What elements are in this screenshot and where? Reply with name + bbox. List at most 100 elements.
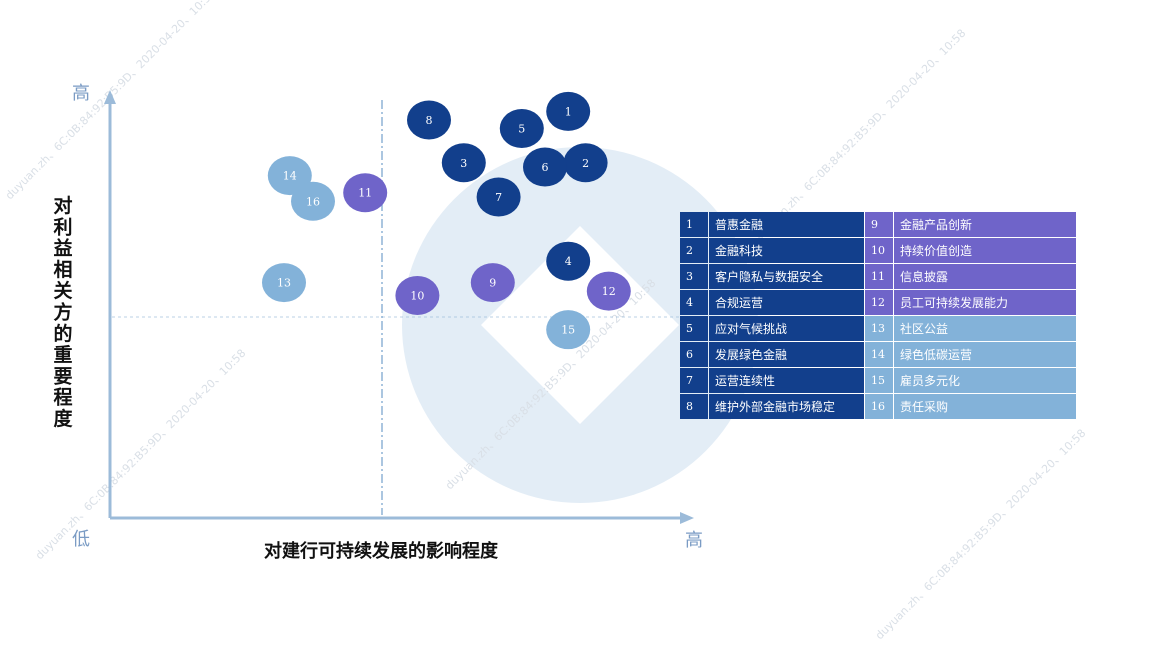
point-marker bbox=[395, 275, 440, 315]
legend-number: 5 bbox=[680, 316, 708, 341]
data-point-13: 13 bbox=[262, 263, 306, 303]
point-marker bbox=[476, 177, 521, 217]
legend-label: 雇员多元化 bbox=[894, 368, 1076, 393]
point-label: 13 bbox=[277, 277, 291, 290]
x-axis-low-label: 低 bbox=[72, 529, 90, 550]
point-marker bbox=[343, 173, 388, 213]
point-label: 5 bbox=[518, 123, 525, 136]
data-point-8: 8 bbox=[407, 100, 451, 140]
data-point-12: 12 bbox=[586, 271, 631, 311]
legend-number: 3 bbox=[680, 264, 708, 289]
point-marker bbox=[523, 147, 567, 187]
legend-label: 绿色低碳运营 bbox=[894, 342, 1076, 367]
data-point-15: 15 bbox=[546, 310, 591, 350]
x-axis-arrow bbox=[680, 512, 694, 524]
data-point-11: 11 bbox=[343, 173, 388, 213]
data-point-1: 1 bbox=[546, 91, 591, 131]
legend-label: 应对气候挑战 bbox=[709, 316, 864, 341]
data-point-9: 9 bbox=[470, 263, 515, 303]
y-axis-title-char: 利 bbox=[53, 216, 72, 238]
legend-label: 金融产品创新 bbox=[894, 212, 1076, 237]
point-label: 15 bbox=[561, 324, 575, 337]
y-axis-title-char: 重 bbox=[53, 344, 72, 366]
legend-label: 合规运营 bbox=[709, 290, 864, 315]
legend-label: 信息披露 bbox=[894, 264, 1076, 289]
y-axis-title-char: 相 bbox=[53, 259, 72, 281]
data-point-4: 4 bbox=[546, 241, 591, 281]
legend-number: 12 bbox=[865, 290, 893, 315]
point-label: 10 bbox=[410, 289, 424, 302]
legend-number: 7 bbox=[680, 368, 708, 393]
legend-label: 持续价值创造 bbox=[894, 238, 1076, 263]
legend-number: 2 bbox=[680, 238, 708, 263]
legend-label: 员工可持续发展能力 bbox=[894, 290, 1076, 315]
point-label: 4 bbox=[565, 255, 572, 268]
point-label: 2 bbox=[582, 157, 589, 170]
data-point-10: 10 bbox=[395, 275, 440, 315]
legend-number: 11 bbox=[865, 264, 893, 289]
x-axis-title: 对建行可持续发展的影响程度 bbox=[264, 540, 499, 562]
data-point-16: 16 bbox=[291, 181, 335, 221]
legend-label: 运营连续性 bbox=[709, 368, 864, 393]
y-axis-title-char: 的 bbox=[53, 322, 72, 345]
y-axis-high-label: 高 bbox=[72, 83, 90, 104]
watermark-text: duyuan.zh、6C:0B:84:92:B5:9D、2020-04-20、1… bbox=[753, 27, 969, 243]
legend-label: 金融科技 bbox=[709, 238, 864, 263]
point-marker bbox=[470, 263, 515, 303]
legend-number: 6 bbox=[680, 342, 708, 367]
legend-label: 普惠金融 bbox=[709, 212, 864, 237]
point-label: 12 bbox=[602, 285, 616, 298]
point-label: 6 bbox=[542, 161, 549, 174]
data-point-7: 7 bbox=[476, 177, 521, 217]
point-marker bbox=[262, 263, 306, 303]
legend-number: 8 bbox=[680, 394, 708, 419]
y-axis-title-char: 度 bbox=[53, 407, 73, 430]
point-label: 1 bbox=[565, 105, 572, 118]
point-label: 9 bbox=[489, 277, 496, 290]
y-axis-title-char: 关 bbox=[53, 279, 72, 302]
point-label: 16 bbox=[306, 195, 320, 208]
y-axis-title-char: 要 bbox=[53, 365, 72, 387]
y-axis-title-char: 方 bbox=[53, 301, 72, 324]
legend-number: 10 bbox=[865, 238, 893, 263]
legend-number: 1 bbox=[680, 212, 708, 237]
legend-label: 发展绿色金融 bbox=[709, 342, 864, 367]
legend-label: 责任采购 bbox=[894, 394, 1076, 419]
point-label: 11 bbox=[358, 187, 372, 200]
legend-label: 客户隐私与数据安全 bbox=[709, 264, 864, 289]
point-marker bbox=[499, 109, 544, 149]
data-point-6: 6 bbox=[523, 147, 567, 187]
point-marker bbox=[586, 271, 631, 311]
data-point-5: 5 bbox=[499, 109, 544, 149]
point-marker bbox=[563, 143, 608, 183]
data-point-2: 2 bbox=[563, 143, 608, 183]
point-marker bbox=[546, 310, 591, 350]
y-axis-arrow bbox=[104, 90, 116, 104]
point-marker bbox=[546, 91, 591, 131]
data-point-3: 3 bbox=[441, 143, 486, 183]
legend-number: 15 bbox=[865, 368, 893, 393]
point-marker bbox=[407, 100, 451, 140]
watermark-text: duyuan.zh、6C:0B:84:92:B5:9D、2020-04-20、1… bbox=[873, 427, 1089, 643]
point-label: 7 bbox=[495, 191, 502, 204]
x-axis-high-label: 高 bbox=[685, 530, 703, 551]
point-label: 8 bbox=[426, 114, 433, 127]
legend-number: 9 bbox=[865, 212, 893, 237]
legend-number: 14 bbox=[865, 342, 893, 367]
legend-number: 13 bbox=[865, 316, 893, 341]
point-marker bbox=[441, 143, 486, 183]
legend-number: 4 bbox=[680, 290, 708, 315]
legend-number: 16 bbox=[865, 394, 893, 419]
